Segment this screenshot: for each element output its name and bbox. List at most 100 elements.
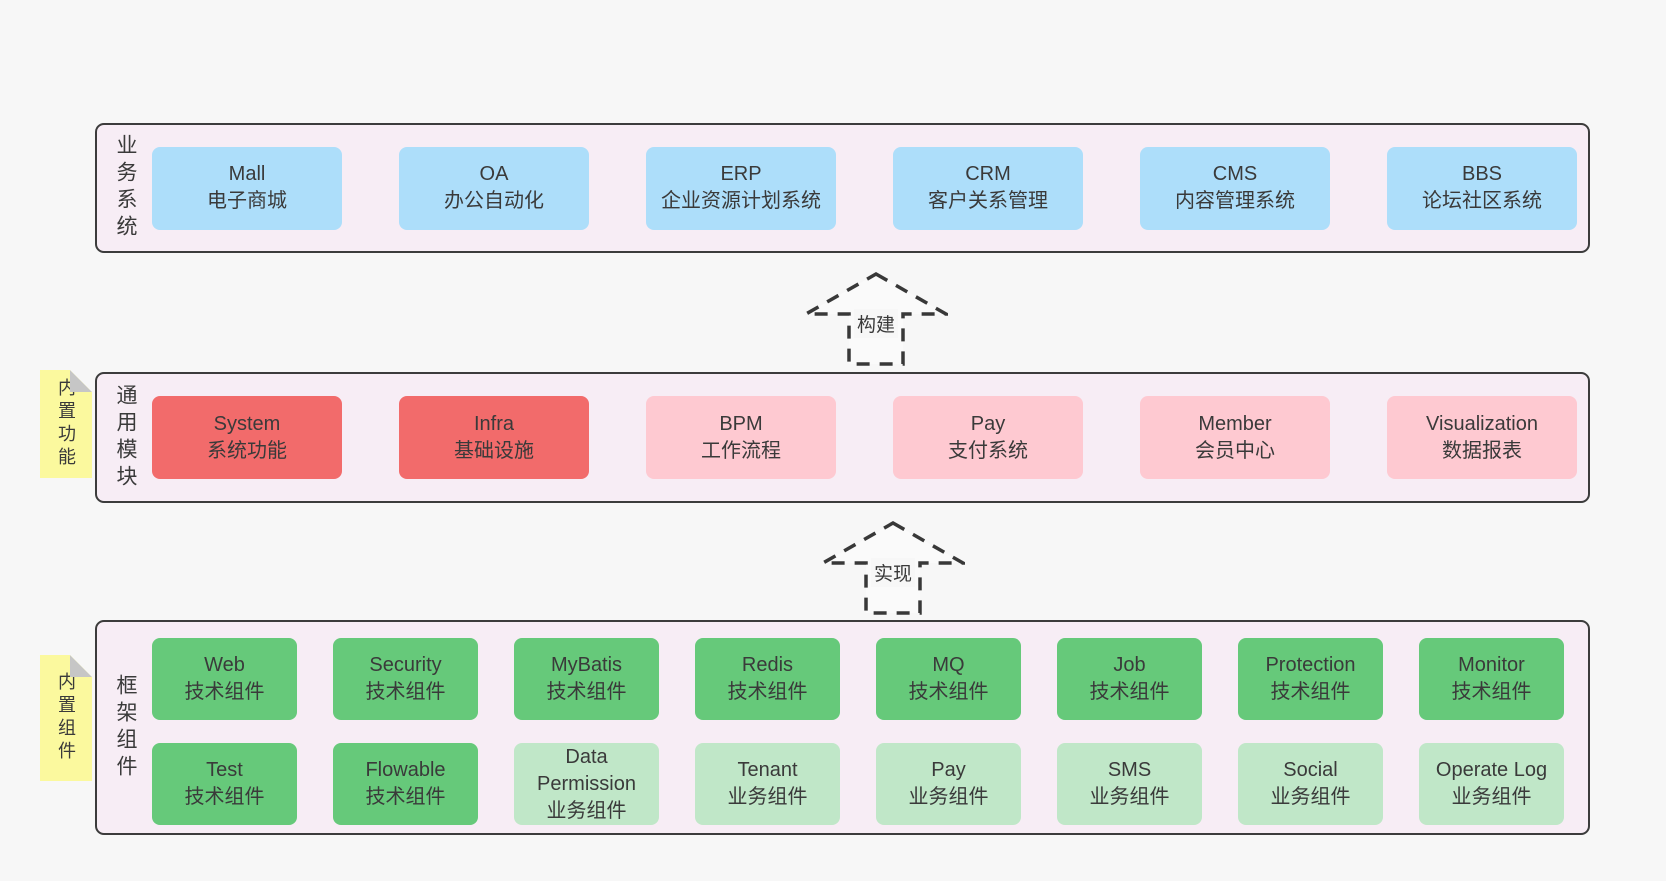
box-name: MyBatis xyxy=(550,654,623,676)
box-security: Security 技术组件 xyxy=(333,638,478,720)
box-desc: 会员中心 xyxy=(1195,439,1275,462)
build-arrow: 构建 xyxy=(804,271,948,367)
box-name: System xyxy=(213,412,281,435)
box-name: Pay xyxy=(931,759,966,781)
box-protection: Protection 技术组件 xyxy=(1238,638,1383,720)
box-monitor: Monitor 技术组件 xyxy=(1419,638,1564,720)
box-desc: 技术组件 xyxy=(1089,681,1170,703)
box-pay-module: Pay 支付系统 xyxy=(893,396,1083,479)
box-name: Tenant xyxy=(737,759,798,781)
box-name: Security xyxy=(369,654,442,676)
box-cms: CMS 内容管理系统 xyxy=(1140,146,1330,230)
box-desc: 电子商城 xyxy=(207,190,287,212)
box-desc: 技术组件 xyxy=(365,786,446,808)
box-name: MQ xyxy=(932,654,965,676)
box-name: Pay xyxy=(970,412,1006,435)
framework-components-layer: 框架组件 Web 技术组件 Security 技术组件 MyBatis 技术组件… xyxy=(95,620,1590,835)
box-operate-log: Operate Log 业务组件 xyxy=(1419,743,1564,825)
box-oa: OA 办公自动化 xyxy=(399,146,589,230)
box-desc: 技术组件 xyxy=(1451,681,1532,703)
build-arrow-label: 构建 xyxy=(853,309,899,338)
box-desc: 业务组件 xyxy=(1270,786,1351,808)
box-desc: 业务组件 xyxy=(1451,786,1532,808)
box-name: BPM xyxy=(719,412,763,435)
box-name: Data Permission xyxy=(537,745,636,795)
box-name: Visualization xyxy=(1426,412,1538,435)
box-name: Infra xyxy=(473,412,515,435)
box-mybatis: MyBatis 技术组件 xyxy=(514,638,659,720)
box-desc: 工作流程 xyxy=(701,439,781,462)
common-modules-layer: 通用模块 System 系统功能 Infra 基础设施 BPM 工作流程 Pay… xyxy=(95,372,1590,503)
box-crm: CRM 客户关系管理 xyxy=(893,146,1083,230)
box-desc: 数据报表 xyxy=(1442,439,1522,462)
folded-corner-icon xyxy=(70,655,92,677)
box-desc: 业务组件 xyxy=(1089,786,1170,808)
implement-arrow: 实现 xyxy=(821,520,965,616)
box-flowable: Flowable 技术组件 xyxy=(333,743,478,825)
box-desc: 办公自动化 xyxy=(444,190,544,212)
box-desc: 技术组件 xyxy=(184,681,265,703)
business-box-row: Mall 电子商城 OA 办公自动化 ERP 企业资源计划系统 CRM 客户关系… xyxy=(152,125,1582,251)
box-social: Social 业务组件 xyxy=(1238,743,1383,825)
box-pay-component: Pay 业务组件 xyxy=(876,743,1021,825)
box-name: BBS xyxy=(1461,163,1503,185)
box-mq: MQ 技术组件 xyxy=(876,638,1021,720)
box-member: Member 会员中心 xyxy=(1140,396,1330,479)
box-bpm: BPM 工作流程 xyxy=(646,396,836,479)
box-desc: 支付系统 xyxy=(948,439,1028,462)
box-desc: 技术组件 xyxy=(546,681,627,703)
box-desc: 业务组件 xyxy=(546,799,627,822)
box-redis: Redis 技术组件 xyxy=(695,638,840,720)
box-desc: 系统功能 xyxy=(207,439,287,462)
sticky-note-builtin-components: 内置组件 xyxy=(40,655,92,781)
box-name: Web xyxy=(204,654,245,676)
box-bbs: BBS 论坛社区系统 xyxy=(1387,146,1577,230)
box-name: Social xyxy=(1283,759,1338,781)
box-desc: 论坛社区系统 xyxy=(1422,190,1542,212)
layer-label-modules: 通用模块 xyxy=(114,383,137,492)
box-name: CRM xyxy=(965,163,1011,185)
box-name: Test xyxy=(206,759,243,781)
box-data-permission: Data Permission 业务组件 xyxy=(514,743,659,825)
box-desc: 基础设施 xyxy=(454,439,534,462)
box-system: System 系统功能 xyxy=(152,396,342,479)
box-infra: Infra 基础设施 xyxy=(399,396,589,479)
box-test: Test 技术组件 xyxy=(152,743,297,825)
modules-box-row: System 系统功能 Infra 基础设施 BPM 工作流程 Pay 支付系统… xyxy=(152,374,1582,501)
box-tenant: Tenant 业务组件 xyxy=(695,743,840,825)
sticky-note-builtin-features: 内置功能 xyxy=(40,370,92,478)
layer-label-framework: 框架组件 xyxy=(114,673,137,782)
box-name: Operate Log xyxy=(1435,759,1548,781)
box-name: OA xyxy=(479,163,509,185)
box-name: Protection xyxy=(1265,654,1356,676)
box-desc: 技术组件 xyxy=(908,681,989,703)
box-name: Mall xyxy=(228,163,266,185)
box-job: Job 技术组件 xyxy=(1057,638,1202,720)
box-desc: 技术组件 xyxy=(727,681,808,703)
box-desc: 业务组件 xyxy=(727,786,808,808)
implement-arrow-label: 实现 xyxy=(870,558,916,587)
box-name: ERP xyxy=(720,163,762,185)
box-name: SMS xyxy=(1107,759,1152,781)
box-desc: 内容管理系统 xyxy=(1175,190,1295,212)
box-desc: 技术组件 xyxy=(184,786,265,808)
box-desc: 企业资源计划系统 xyxy=(661,190,821,212)
business-systems-layer: 业务系统 Mall 电子商城 OA 办公自动化 ERP 企业资源计划系统 CRM… xyxy=(95,123,1590,253)
box-sms: SMS 业务组件 xyxy=(1057,743,1202,825)
box-erp: ERP 企业资源计划系统 xyxy=(646,146,836,230)
box-desc: 业务组件 xyxy=(908,786,989,808)
box-desc: 技术组件 xyxy=(365,681,446,703)
box-mall: Mall 电子商城 xyxy=(152,146,342,230)
box-name: CMS xyxy=(1212,163,1258,185)
box-name: Monitor xyxy=(1458,654,1525,676)
box-web: Web 技术组件 xyxy=(152,638,297,720)
box-name: Redis xyxy=(741,654,794,676)
framework-row-1: Web 技术组件 Security 技术组件 MyBatis 技术组件 Redi… xyxy=(152,638,1582,720)
box-name: Flowable xyxy=(365,759,446,781)
box-visualization: Visualization 数据报表 xyxy=(1387,396,1577,479)
folded-corner-icon xyxy=(70,370,92,392)
framework-row-2: Test 技术组件 Flowable 技术组件 Data Permission … xyxy=(152,743,1582,825)
box-name: Member xyxy=(1198,412,1272,435)
box-desc: 技术组件 xyxy=(1270,681,1351,703)
